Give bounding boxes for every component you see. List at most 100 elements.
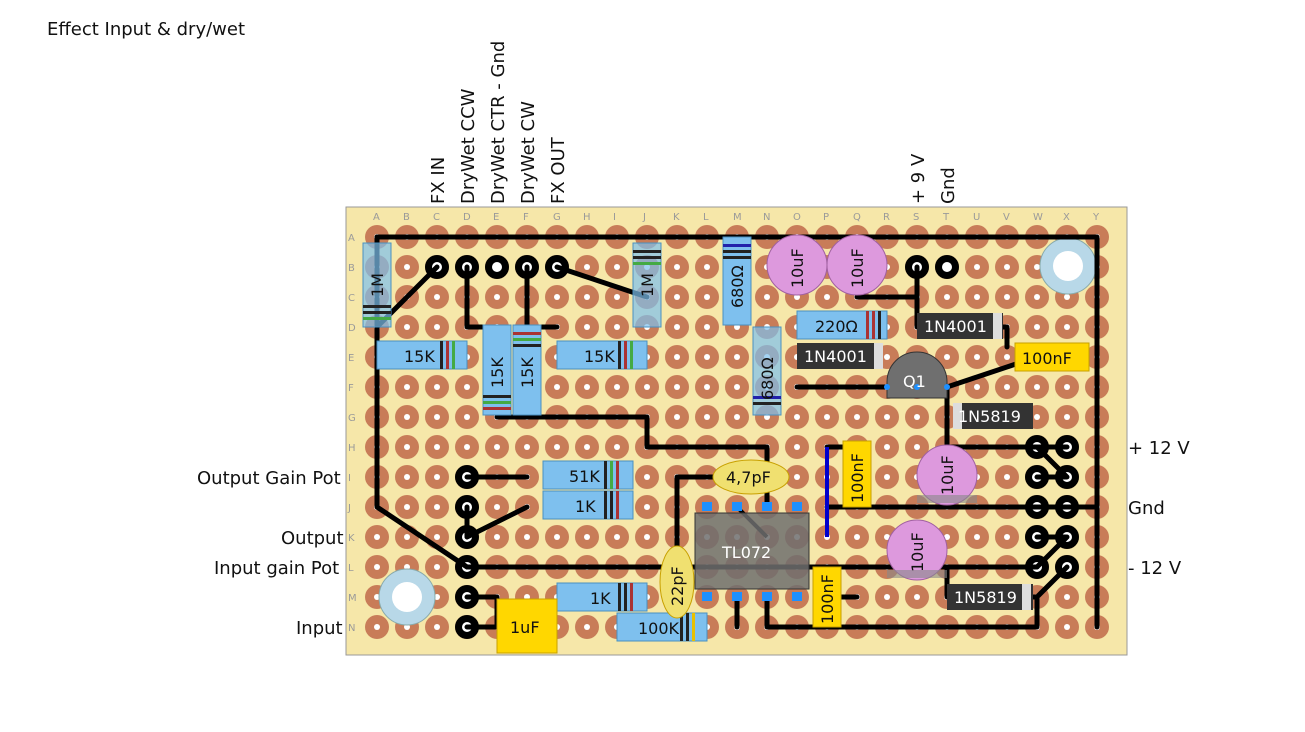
column-label: G: [553, 212, 561, 223]
label-plus-12v: + 12 V: [1128, 438, 1190, 459]
column-label: Y: [1092, 212, 1100, 223]
resistor-label: 680Ω: [728, 265, 747, 308]
pad-hole: [584, 264, 590, 270]
pad-hole: [884, 534, 890, 540]
pad-hole: [584, 444, 590, 450]
pad-hole: [1004, 354, 1010, 360]
column-label: W: [1033, 212, 1043, 223]
resistor-label: 1M: [368, 273, 387, 297]
resistor-label: 15K: [488, 357, 507, 388]
pad-hole: [614, 534, 620, 540]
column-label: O: [793, 212, 801, 223]
pad-hole: [644, 504, 650, 510]
pad-hole: [974, 264, 980, 270]
wire-ic-out: [674, 474, 730, 570]
transistor-q1: Q1: [884, 351, 950, 399]
pad-hole: [1064, 294, 1070, 300]
pad-hole: [644, 384, 650, 390]
pad-hole: [464, 444, 470, 450]
pad-hole: [674, 264, 680, 270]
resistor-label: 51K: [569, 467, 600, 486]
pad-hole: [854, 534, 860, 540]
resistor-15k-a: 15K: [376, 340, 468, 370]
row-label: G: [348, 413, 356, 424]
pad-hole: [584, 294, 590, 300]
resistor-label: 1K: [590, 589, 611, 608]
pad-hole: [1064, 624, 1070, 630]
pad-hole: [674, 324, 680, 330]
capacitor-label: 4,7pF: [726, 468, 771, 487]
pad-hole: [404, 504, 410, 510]
column-label: S: [913, 212, 919, 223]
pad-hole: [794, 474, 800, 480]
resistor-label: 15K: [404, 347, 435, 366]
solder-hole: [492, 262, 502, 272]
pad-hole: [884, 414, 890, 420]
column-label: B: [403, 212, 410, 223]
pad-hole: [614, 384, 620, 390]
pad-hole: [1034, 384, 1040, 390]
label-drywet-cw: DryWet CW: [518, 101, 539, 204]
pad-hole: [584, 624, 590, 630]
resistor-label: 1K: [575, 497, 596, 516]
pad-hole: [674, 384, 680, 390]
transistor-label: Q1: [903, 372, 926, 391]
pad-hole: [374, 534, 380, 540]
capacitor-100nf-a: 100nF: [1014, 342, 1090, 372]
pad-hole: [464, 414, 470, 420]
label-gnd-right: Gnd: [1128, 498, 1165, 519]
pad-hole: [404, 474, 410, 480]
pad-hole: [404, 414, 410, 420]
pad-hole: [404, 564, 410, 570]
pad-hole: [434, 504, 440, 510]
pad-hole: [434, 474, 440, 480]
column-label: J: [642, 212, 646, 223]
column-label: C: [433, 212, 440, 223]
pad-hole: [434, 384, 440, 390]
pad-hole: [494, 444, 500, 450]
column-label: D: [463, 212, 471, 223]
capacitor-label: 10uF: [848, 248, 867, 288]
pad-hole: [404, 624, 410, 630]
pad-hole: [914, 414, 920, 420]
pad-hole: [884, 594, 890, 600]
resistor-label: 15K: [518, 357, 537, 388]
resistor-15k-vert-b: 15K: [512, 324, 542, 416]
pad-hole: [944, 294, 950, 300]
row-label: F: [348, 383, 354, 394]
capacitor-label: 10uF: [938, 455, 957, 495]
resistor-label: 680Ω: [758, 357, 777, 400]
pad-hole: [674, 294, 680, 300]
column-label: E: [493, 212, 499, 223]
capacitor-label: 1uF: [510, 618, 540, 637]
pad-hole: [1064, 384, 1070, 390]
column-label: N: [763, 212, 770, 223]
resistor-680-b: 680Ω: [752, 326, 782, 416]
column-label: R: [883, 212, 890, 223]
label-drywet-ctr: DryWet CTR - Gnd: [488, 41, 509, 204]
pad-hole: [824, 414, 830, 420]
row-label: D: [348, 323, 356, 334]
pad-hole: [914, 594, 920, 600]
row-label: C: [348, 293, 355, 304]
resistor-220: 220Ω: [796, 310, 888, 340]
pad-hole: [1064, 594, 1070, 600]
wire-ic-bottom: [764, 594, 1040, 630]
row-label: H: [348, 443, 356, 454]
label-gnd-top: Gnd: [938, 167, 959, 204]
pad-hole: [914, 444, 920, 450]
row-label: A: [348, 233, 355, 244]
pad-hole: [974, 384, 980, 390]
pad-hole: [674, 414, 680, 420]
pad-hole: [614, 324, 620, 330]
wire-gnd-right: [1034, 534, 1070, 570]
row-label: M: [348, 593, 357, 604]
row-label: E: [348, 353, 354, 364]
label-minus-12v: - 12 V: [1128, 558, 1182, 579]
resistor-15k-vert-a: 15K: [482, 324, 512, 416]
label-plus-9v: + 9 V: [908, 153, 929, 204]
label-fx-in: FX IN: [428, 157, 449, 204]
capacitor-label: 100nF: [1022, 349, 1072, 368]
electrolytic-10uf-a: 10uF: [766, 234, 828, 296]
row-label: K: [348, 533, 355, 544]
